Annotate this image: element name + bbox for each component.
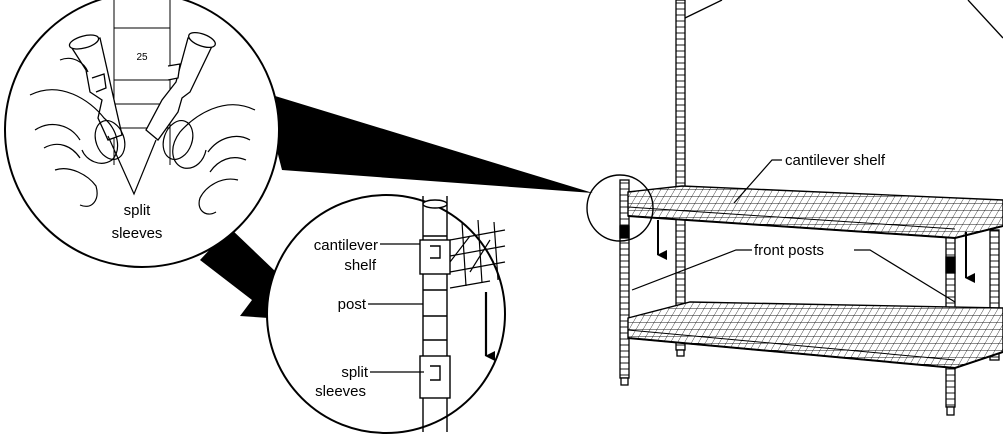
back-post bbox=[675, 0, 686, 357]
hands-detail-circle: 25 split sleeves bbox=[4, 0, 280, 268]
label-post: post bbox=[338, 296, 367, 313]
shelving-unit bbox=[586, 0, 1003, 416]
unit-leaders bbox=[631, 159, 956, 303]
label-sleeves-bottom: sleeves bbox=[315, 383, 366, 400]
upper-wire-shelf bbox=[627, 185, 1003, 240]
top-brace-right bbox=[967, 0, 1003, 39]
post-detail-circle bbox=[266, 194, 506, 434]
label-front-posts: front posts bbox=[754, 242, 824, 259]
badge-number: 25 bbox=[136, 52, 148, 63]
label-split-top: split bbox=[124, 202, 152, 219]
label-cantilever-shelf: cantilever shelf bbox=[785, 152, 886, 169]
rear-post-right bbox=[989, 229, 1000, 361]
label-sleeves-top: sleeves bbox=[112, 225, 163, 242]
top-brace-left bbox=[684, 0, 723, 19]
detail-circle bbox=[586, 174, 654, 242]
label-cantilever: cantilever bbox=[314, 237, 378, 254]
lower-wire-shelf bbox=[627, 301, 1003, 370]
front-post-left bbox=[619, 179, 630, 386]
callout-wedge-top bbox=[262, 92, 593, 193]
label-split-bottom: split bbox=[341, 364, 369, 381]
label-shelf: shelf bbox=[344, 257, 377, 274]
